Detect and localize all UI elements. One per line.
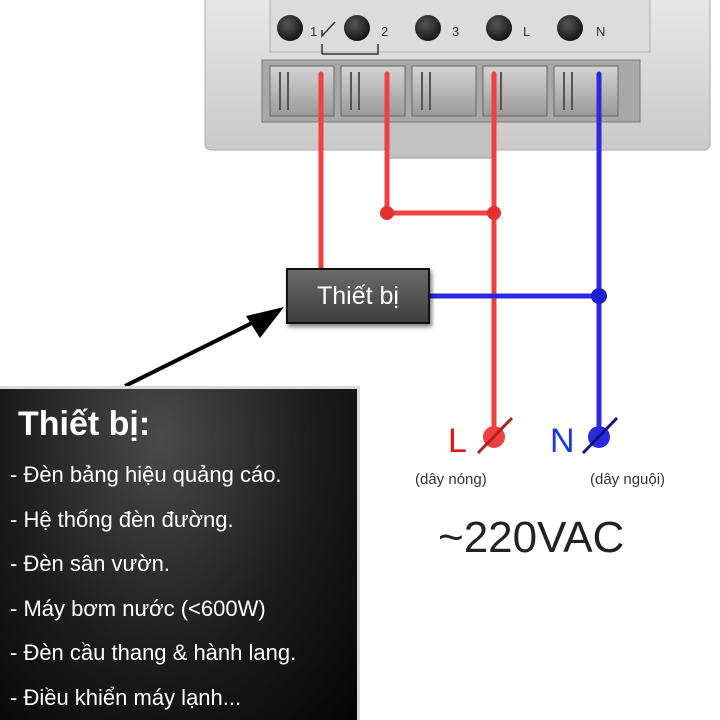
- terminal-label-1: 1: [310, 24, 317, 39]
- terminal-screws: [277, 15, 583, 41]
- pointer-arrow: [124, 307, 284, 388]
- neutral-terminal-end: [581, 416, 619, 455]
- live-junction-left: [380, 206, 394, 220]
- relay-contact-symbol: [321, 21, 336, 54]
- neutral-wires: [427, 71, 602, 428]
- list-item: - Điều khiển máy lạnh...: [10, 684, 242, 710]
- info-title: Thiết bị:: [18, 405, 151, 443]
- list-item: - Hệ thống đèn đường.: [10, 506, 234, 532]
- list-item: - Đèn sân vườn.: [10, 551, 170, 576]
- terminal-N-screw: [557, 15, 583, 41]
- device-info-panel: Thiết bị: - Đèn bảng hiệu quảng cáo. - H…: [0, 386, 360, 720]
- neutral-letter: N: [550, 422, 575, 460]
- terminal-label-N: N: [596, 24, 605, 39]
- device-label: Thiết bị: [317, 281, 399, 310]
- terminal-3-screw: [415, 15, 441, 41]
- neutral-junction: [591, 288, 607, 304]
- relay-contact-symbol-2: [322, 44, 379, 55]
- terminal-label-L: L: [523, 24, 530, 39]
- terminal-label-2: 2: [381, 24, 388, 39]
- device-list: - Đèn bảng hiệu quảng cáo. - Hệ thống đè…: [10, 453, 296, 720]
- list-item: - Đèn bảng hiệu quảng cáo.: [10, 462, 282, 487]
- device-box: Thiết bị: [286, 268, 430, 324]
- terminal-L-screw: [486, 15, 512, 41]
- list-item: - Máy bơm nước (<600W): [10, 595, 266, 621]
- terminal-label-3: 3: [452, 24, 459, 39]
- neutral-wire-caption: (dây nguội): [590, 471, 665, 488]
- live-terminal-end: [476, 416, 514, 455]
- terminal-1-screw: [277, 15, 303, 41]
- live-letter: L: [448, 422, 467, 460]
- terminal-block: [261, 59, 641, 123]
- voltage-label: ~220VAC: [438, 513, 624, 562]
- live-wire-caption: (dây nóng): [415, 471, 487, 488]
- terminal-2-screw: [344, 15, 370, 41]
- live-junction-right: [487, 206, 501, 220]
- list-item: - Đèn cầu thang & hành lang.: [10, 640, 297, 665]
- terminal-labels: 1 2 3 L N: [310, 24, 605, 39]
